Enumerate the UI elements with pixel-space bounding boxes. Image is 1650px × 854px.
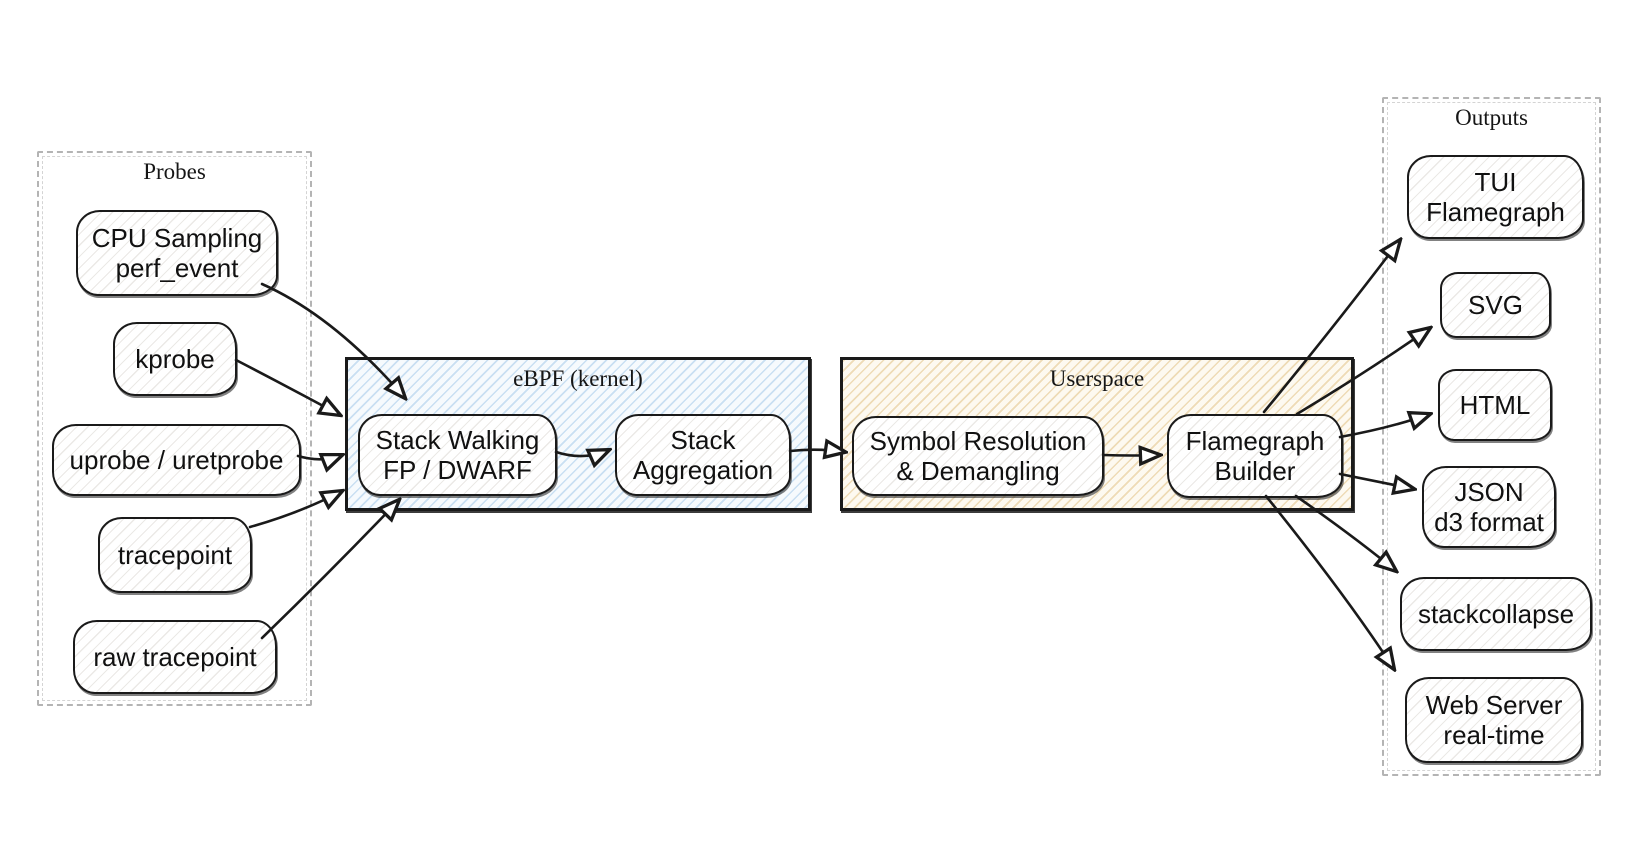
node-label: real-time <box>1443 720 1545 750</box>
node-label: & Demangling <box>896 456 1060 486</box>
node-label: CPU Sampling <box>91 222 263 253</box>
node-label: JSON <box>1454 476 1524 507</box>
node-label: raw tracepoint <box>93 641 257 672</box>
node-uprobe-uretprobe: uprobe / uretprobe <box>52 424 301 496</box>
ebpf-kernel-title: eBPF (kernel) <box>513 366 643 391</box>
probes-group: Probes <box>37 151 312 706</box>
node-kprobe: kprobe <box>113 322 237 396</box>
node-symbol-resolution: Symbol Resolution & Demangling <box>852 416 1104 496</box>
node-label: Flamegraph <box>1185 425 1325 456</box>
node-label: TUI <box>1474 166 1517 197</box>
node-label: HTML <box>1459 389 1531 420</box>
node-label: kprobe <box>135 343 215 374</box>
arrow-flamegraph-builder-to-web-server <box>1264 494 1394 669</box>
node-html-output: HTML <box>1438 369 1552 441</box>
node-flamegraph-builder: Flamegraph Builder <box>1167 414 1343 498</box>
node-tui-flamegraph: TUI Flamegraph <box>1407 155 1584 239</box>
node-label: SVG <box>1468 289 1523 320</box>
node-label: tracepoint <box>117 539 233 570</box>
node-raw-tracepoint: raw tracepoint <box>73 620 277 694</box>
node-stack-aggregation: Stack Aggregation <box>615 414 791 496</box>
node-label: Symbol Resolution <box>869 425 1087 456</box>
node-label: Stack <box>670 424 736 455</box>
node-label: perf_event <box>115 253 239 283</box>
node-label: Web Server <box>1425 689 1563 720</box>
node-label: d3 format <box>1434 507 1544 537</box>
node-label: uprobe / uretprobe <box>69 444 284 475</box>
node-cpu-sampling: CPU Sampling perf_event <box>76 210 278 296</box>
node-svg-output: SVG <box>1440 272 1551 338</box>
node-label: Flamegraph <box>1426 197 1565 227</box>
node-tracepoint: tracepoint <box>98 517 252 593</box>
node-json-d3-format: JSON d3 format <box>1422 466 1556 548</box>
node-web-server: Web Server real-time <box>1405 677 1583 763</box>
node-label: stackcollapse <box>1417 598 1575 629</box>
probes-group-title: Probes <box>143 159 206 184</box>
node-label: FP / DWARF <box>383 455 532 485</box>
outputs-group-title: Outputs <box>1455 105 1528 130</box>
node-label: Stack Walking <box>375 424 540 455</box>
node-label: Builder <box>1214 456 1296 486</box>
node-label: Aggregation <box>632 455 774 485</box>
node-stack-walking: Stack Walking FP / DWARF <box>358 414 557 496</box>
userspace-title: Userspace <box>1049 366 1145 391</box>
node-stackcollapse: stackcollapse <box>1400 577 1592 651</box>
